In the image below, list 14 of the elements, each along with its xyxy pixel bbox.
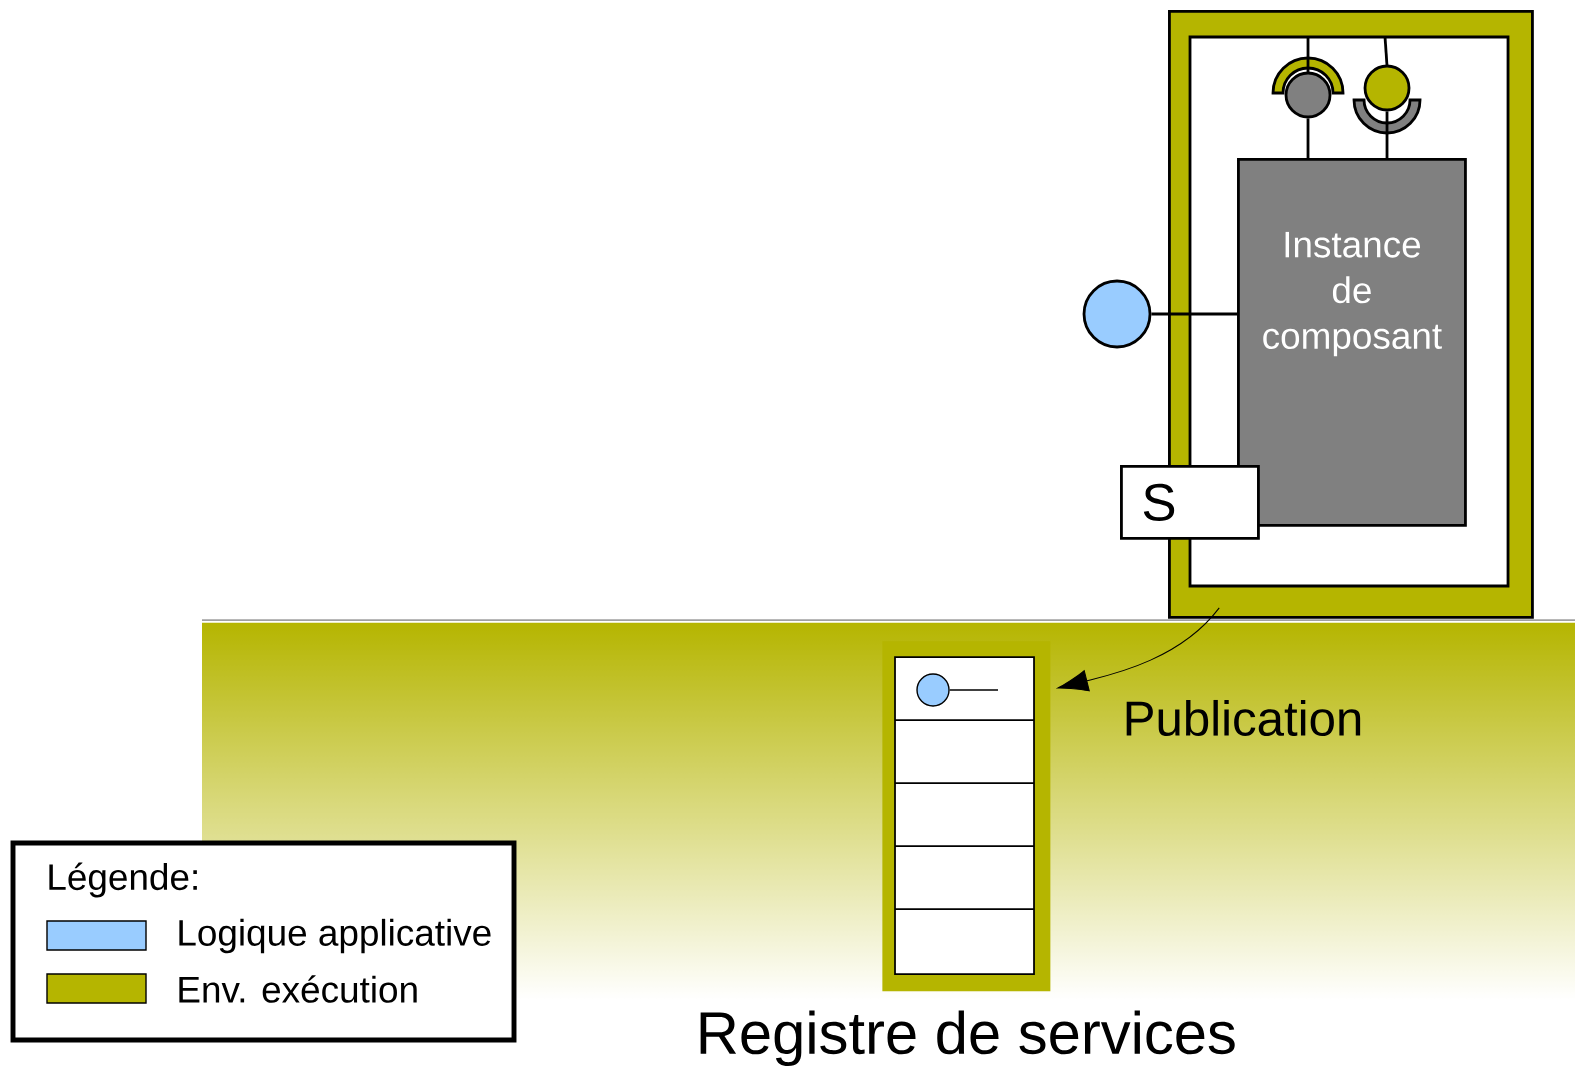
publication-arrow [1057,607,1220,692]
legend-title: Légende: [49,862,197,898]
interface-circle [916,673,999,707]
connector-line [1151,312,1237,316]
legend-text: Logique applicative [179,918,491,954]
node-label: Registre de services [700,1010,1235,1067]
required-interface-symbol [1271,37,1345,119]
service-tag: S [1120,465,1260,540]
provided-interface-symbol [1352,36,1422,135]
edge-label: Publication [1126,699,1361,737]
component-box: Instance de composant [1237,158,1467,527]
legend-text: Env. exécution [179,975,417,1003]
connector-line [1306,118,1310,158]
interface-circle [1082,279,1152,349]
